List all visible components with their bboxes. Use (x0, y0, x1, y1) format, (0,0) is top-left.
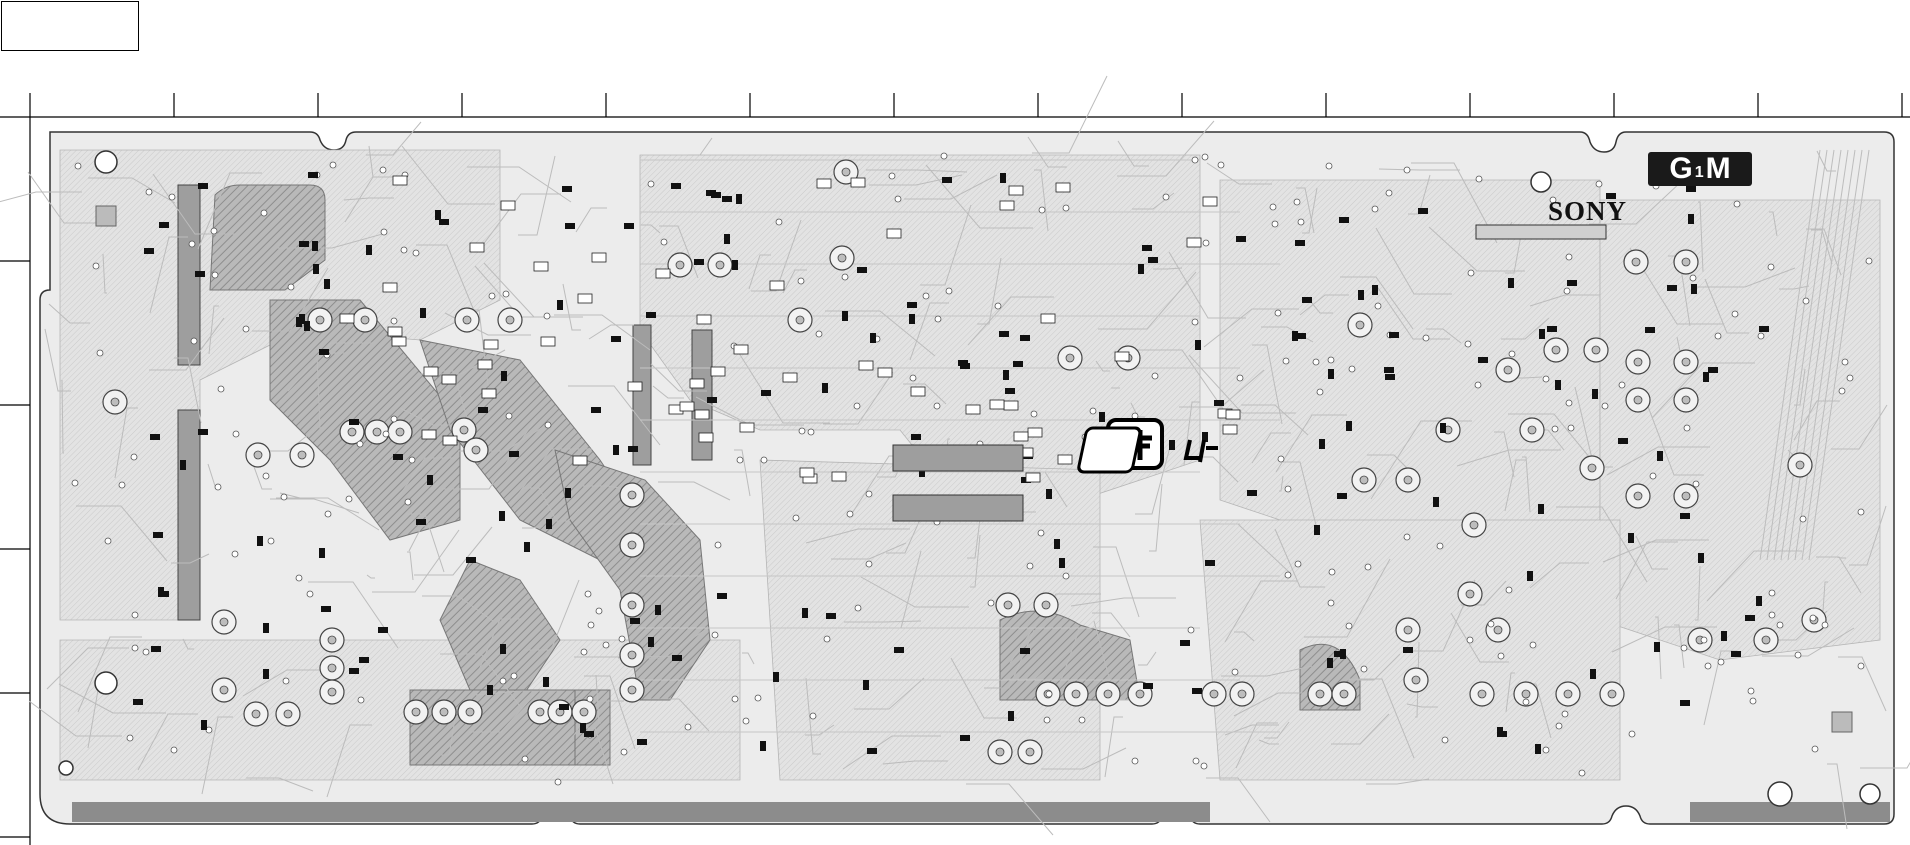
top-ruler (30, 93, 1910, 117)
edge-connector (1476, 225, 1606, 239)
bottom-strip-right (1690, 802, 1890, 822)
brand-logo-text: SONY (1548, 196, 1627, 227)
left-ruler (0, 117, 30, 845)
